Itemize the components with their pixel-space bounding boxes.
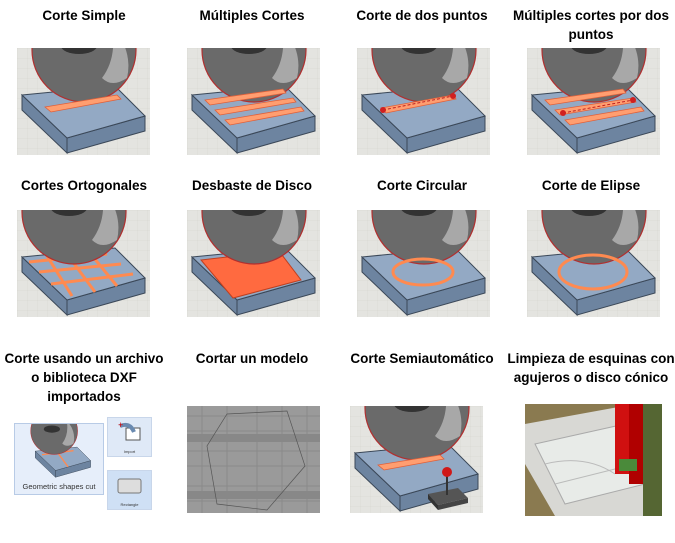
svg-text:+: +	[118, 420, 123, 430]
cell-disc-roughing: Desbaste de Disco	[168, 176, 336, 216]
cell-title: Cortar un modelo	[195, 351, 309, 366]
two-point-cut-illustration	[357, 48, 490, 155]
import-button: + Import	[107, 417, 152, 457]
geometric-shapes-label: Geometric shapes cut	[22, 482, 96, 491]
cell-title: Corte usando un archivo o biblioteca DXF…	[4, 351, 164, 404]
cell-circular-cut: Corte Circular	[338, 176, 506, 216]
cell-title: Corte de dos puntos	[356, 8, 488, 23]
multiple-two-point-cuts-illustration	[527, 48, 660, 155]
simple-cut-illustration	[17, 48, 150, 155]
cell-title: Corte Semiautomático	[350, 351, 494, 366]
cell-title: Desbaste de Disco	[191, 178, 313, 193]
disc-roughing-illustration	[187, 210, 320, 317]
cell-simple-cut: Corte Simple	[0, 6, 168, 46]
cut-line	[377, 454, 445, 471]
cell-multiple-two-point-cuts: Múltiples cortes por dos puntos	[507, 6, 675, 46]
cell-dxf-cut: Corte usando un archivo o biblioteca DXF…	[0, 349, 168, 404]
corner-cleaning-illustration	[525, 404, 662, 516]
cell-model-cut: Cortar un modelo	[168, 349, 336, 389]
cell-title: Corte Simple	[42, 8, 126, 23]
geometric-shapes-cut-button: Geometric shapes cut	[14, 407, 104, 495]
cell-title: Limpieza de esquinas con agujeros o disc…	[507, 351, 675, 385]
cell-title: Cortes Ortogonales	[20, 178, 148, 193]
cell-corner-cleaning: Limpieza de esquinas con agujeros o disc…	[507, 349, 675, 389]
cell-title: Corte de Elipse	[541, 178, 641, 193]
multiple-cuts-illustration	[187, 48, 320, 155]
joystick-icon	[428, 467, 468, 510]
model-cut-illustration	[187, 406, 320, 513]
import-icon: +	[118, 420, 141, 441]
semiautomatic-cut-illustration	[350, 406, 483, 513]
ellipse-cut-illustration	[527, 210, 660, 317]
cell-title: Múltiples cortes por dos puntos	[512, 8, 670, 42]
cell-two-point-cut: Corte de dos puntos	[338, 6, 506, 46]
cell-title: Corte Circular	[376, 178, 468, 193]
cell-multiple-cuts: Múltiples Cortes	[168, 6, 336, 46]
cell-orthogonal-cuts: Cortes Ortogonales	[0, 176, 168, 216]
import-label: Import	[123, 449, 136, 454]
cell-ellipse-cut: Corte de Elipse	[507, 176, 675, 216]
rectangle-icon	[117, 478, 142, 494]
orthogonal-cuts-illustration	[17, 210, 150, 317]
rectangle-button: Rectangle	[107, 470, 152, 510]
circular-cut-illustration	[357, 210, 490, 317]
cell-semiautomatic-cut: Corte Semiautomático	[338, 349, 506, 389]
cell-title: Múltiples Cortes	[199, 8, 305, 23]
rectangle-label: Rectangle	[120, 502, 139, 507]
